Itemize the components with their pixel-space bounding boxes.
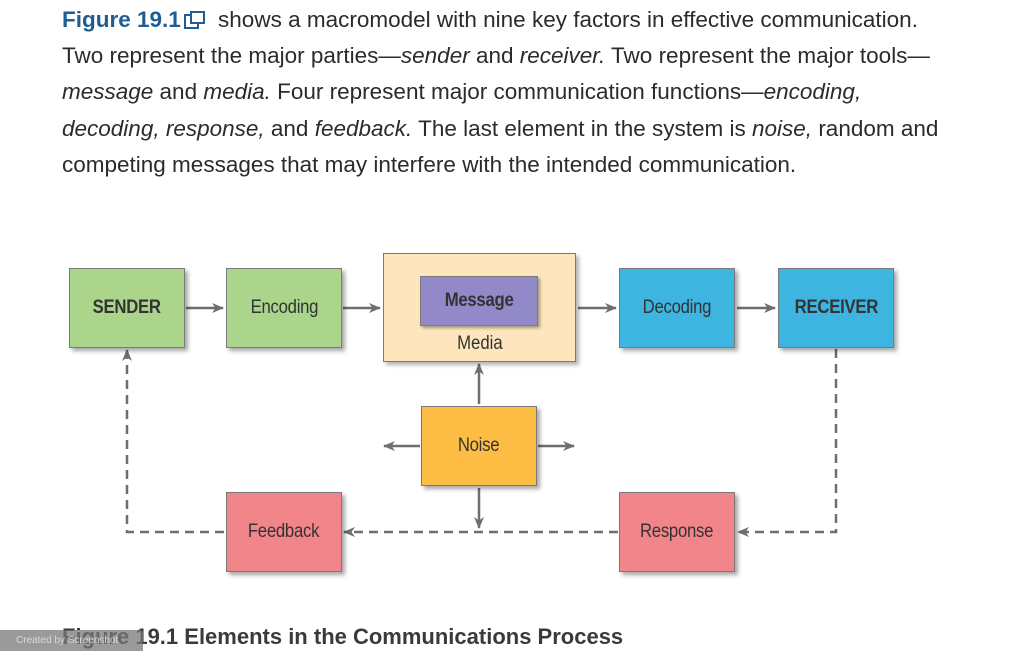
para-text-4: and (153, 79, 204, 105)
term-noise: noise, (752, 115, 813, 141)
figure-link[interactable]: Figure 19.1 (62, 7, 181, 32)
term-receiver: receiver. (519, 43, 606, 69)
term-feedback: feedback. (314, 115, 413, 141)
figure-caption: Figure 19.1 Elements in the Communicatio… (62, 624, 624, 649)
term-functions: encoding, decoding, response, (62, 79, 862, 141)
para-text-7: The last element in the system is (412, 115, 753, 141)
dashed-receiver-response (737, 349, 838, 537)
intro-paragraph: Figure 19.1 shows a macromodel with nine… (62, 2, 942, 183)
para-text-1: shows a macromodel with nine key factors… (62, 7, 918, 69)
response-box: Response (619, 492, 735, 572)
message-label: Message (444, 290, 514, 311)
encoding-label: Encoding (250, 297, 318, 318)
feedback-label: Feedback (248, 521, 320, 542)
term-message: message (62, 79, 154, 105)
para-text-8: random and competing messages that may i… (62, 115, 939, 177)
noise-label: Noise (458, 435, 500, 456)
receiver-label: RECEIVER (794, 297, 878, 318)
para-text-6: and (264, 115, 315, 141)
receiver-box: RECEIVER (778, 268, 894, 348)
popout-icon[interactable] (183, 11, 206, 29)
term-sender: sender (400, 43, 470, 69)
sender-label: SENDER (92, 297, 162, 318)
para-text-5: Four represent major communication funct… (270, 79, 764, 105)
message-box: Message (420, 276, 538, 326)
sender-box: SENDER (69, 268, 185, 348)
term-media: media. (203, 79, 271, 105)
feedback-box: Feedback (226, 492, 342, 572)
noise-box: Noise (421, 406, 537, 486)
decoding-box: Decoding (619, 268, 735, 348)
decoding-label: Decoding (642, 297, 712, 318)
dashed-feedback-sender (122, 349, 224, 534)
encoding-box: Encoding (226, 268, 342, 348)
response-label: Response (640, 521, 714, 542)
para-text-2: and (469, 43, 520, 69)
watermark-badge: Created by Screenshot (0, 630, 143, 651)
media-label: Media (456, 333, 503, 354)
para-text-3: Two represent the major tools— (605, 43, 930, 69)
